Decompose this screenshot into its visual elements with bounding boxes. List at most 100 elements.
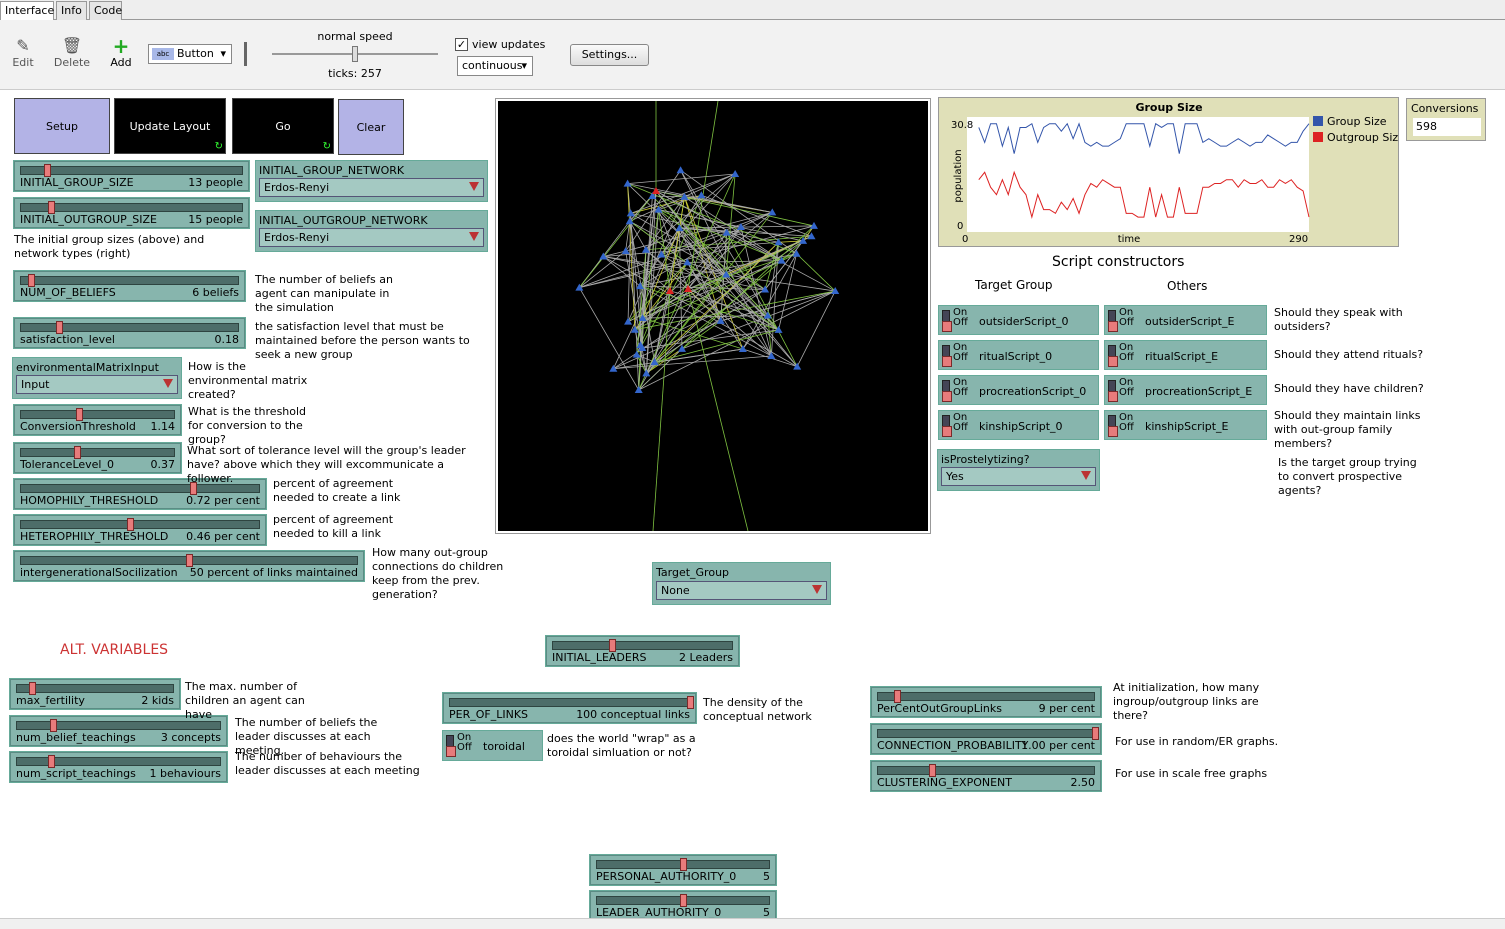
slider-track[interactable] bbox=[20, 448, 175, 457]
slider-knob[interactable] bbox=[189, 482, 197, 495]
slider-knob[interactable] bbox=[186, 554, 193, 567]
setup-button[interactable]: Setup bbox=[14, 98, 110, 154]
update-mode-select[interactable]: continuous▾ bbox=[457, 56, 533, 76]
toggle-icon[interactable] bbox=[1108, 415, 1118, 437]
slider-knob[interactable] bbox=[48, 201, 56, 214]
initial-outgroup-network-value[interactable]: Erdos-Renyi bbox=[259, 228, 484, 247]
slider-knob[interactable] bbox=[49, 719, 57, 732]
slider-track[interactable] bbox=[20, 410, 175, 419]
slider-knob[interactable] bbox=[893, 690, 901, 703]
widget-type-select[interactable]: abc Button▾ bbox=[148, 44, 232, 64]
initial-outgroup-network-chooser[interactable]: INITIAL_OUTGROUP_NETWORK Erdos-Renyi bbox=[255, 210, 488, 252]
slider-track[interactable] bbox=[20, 323, 239, 332]
slider-track[interactable] bbox=[20, 203, 243, 212]
slider-knob[interactable] bbox=[56, 321, 64, 334]
slider-knob[interactable] bbox=[680, 858, 687, 871]
slider-track[interactable] bbox=[20, 276, 239, 285]
slider-knob[interactable] bbox=[1092, 727, 1099, 740]
slider-knob[interactable] bbox=[127, 518, 135, 531]
target-group-value[interactable]: None bbox=[656, 581, 827, 600]
slider-track[interactable] bbox=[16, 757, 221, 766]
slider-track[interactable] bbox=[16, 684, 174, 693]
slider-track[interactable] bbox=[877, 692, 1095, 701]
slider-knob[interactable] bbox=[27, 274, 35, 287]
slider-track[interactable] bbox=[552, 641, 733, 650]
world-view[interactable] bbox=[495, 98, 931, 534]
toggle-icon[interactable] bbox=[446, 735, 456, 757]
slider-track[interactable] bbox=[20, 166, 243, 175]
slider-track[interactable] bbox=[449, 698, 690, 707]
is-proselytizing-chooser[interactable]: isProstelytizing? Yes bbox=[937, 449, 1100, 491]
slider-value: 0.46 per cent bbox=[186, 530, 260, 543]
environmental-matrix-chooser[interactable]: environmentalMatrixInput Input bbox=[12, 357, 182, 399]
slider-knob[interactable] bbox=[74, 446, 82, 459]
slider-knob[interactable] bbox=[687, 696, 694, 709]
toggle-icon[interactable] bbox=[1108, 380, 1118, 402]
slider-track[interactable] bbox=[20, 520, 260, 529]
slider-knob[interactable] bbox=[47, 755, 55, 768]
toggle-icon[interactable] bbox=[1108, 310, 1118, 332]
clear-button[interactable]: Clear bbox=[338, 99, 404, 155]
add-button[interactable]: +Add bbox=[104, 36, 138, 69]
slider-knob[interactable] bbox=[928, 764, 936, 777]
slider-track[interactable] bbox=[877, 729, 1095, 738]
view-updates-checkbox[interactable]: ✓ bbox=[455, 38, 468, 51]
slider-track[interactable] bbox=[877, 766, 1095, 775]
tab-interface[interactable]: Interface bbox=[0, 1, 54, 21]
settings-button[interactable]: Settings... bbox=[570, 44, 649, 66]
initial-group-network-chooser[interactable]: INITIAL_GROUP_NETWORK Erdos-Renyi bbox=[255, 160, 488, 202]
environmental-matrix-value[interactable]: Input bbox=[16, 375, 178, 394]
slider-knob[interactable] bbox=[75, 408, 83, 421]
horizontal-scrollbar[interactable] bbox=[0, 918, 1505, 929]
edit-button[interactable]: ✎Edit bbox=[8, 36, 38, 69]
slider-knob[interactable] bbox=[43, 164, 51, 177]
tab-info[interactable]: Info bbox=[56, 1, 87, 20]
delete-button[interactable]: 🗑Delete bbox=[53, 36, 91, 69]
toggle-icon[interactable] bbox=[942, 310, 952, 332]
toggle-icon[interactable] bbox=[942, 345, 952, 367]
speed-slider-knob[interactable] bbox=[352, 46, 358, 62]
update-layout-button[interactable]: Update Layout↻ bbox=[114, 98, 226, 154]
toggle-icon[interactable] bbox=[942, 380, 952, 402]
slider-knob[interactable] bbox=[28, 682, 36, 695]
initial-group-network-value[interactable]: Erdos-Renyi bbox=[259, 178, 484, 197]
slider-track[interactable] bbox=[16, 721, 221, 730]
toggle-icon[interactable] bbox=[1108, 345, 1118, 367]
slider-track[interactable] bbox=[20, 484, 260, 493]
slider-knob[interactable] bbox=[680, 894, 687, 907]
go-button[interactable]: Go↻ bbox=[232, 98, 334, 154]
slider-knob[interactable] bbox=[608, 639, 616, 652]
is-proselytizing-value[interactable]: Yes bbox=[941, 467, 1096, 486]
toggle-icon[interactable] bbox=[942, 415, 952, 437]
tab-code[interactable]: Code bbox=[89, 1, 122, 20]
target-group-chooser[interactable]: Target_Group None bbox=[652, 562, 831, 605]
